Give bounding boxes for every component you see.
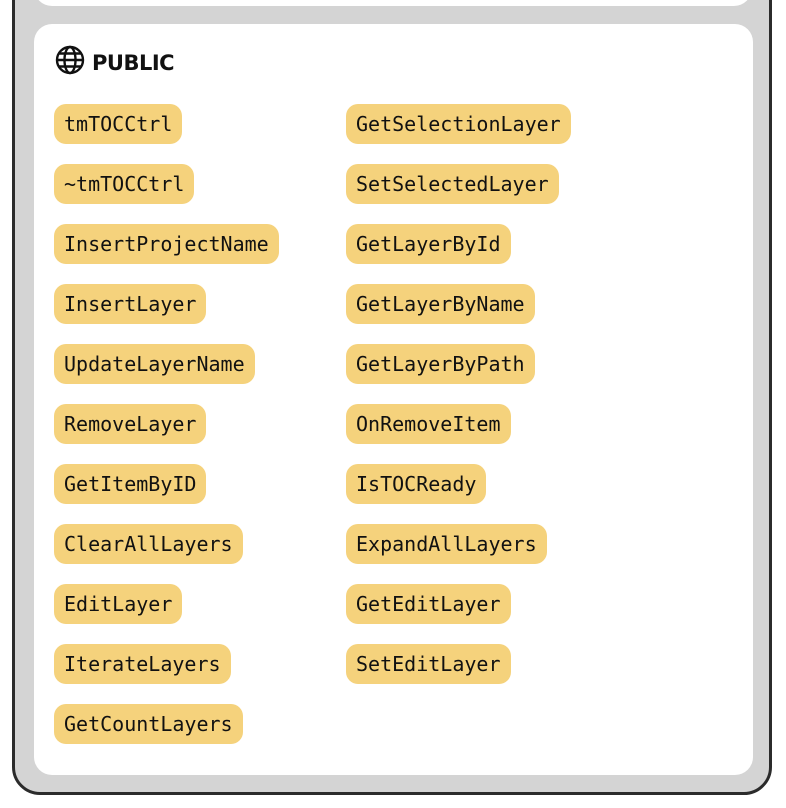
method-chip[interactable]: GetLayerByName bbox=[346, 284, 535, 324]
method-chip[interactable]: SetEditLayer bbox=[346, 644, 511, 684]
section-title: PUBLIC bbox=[92, 51, 175, 75]
section-header: PUBLIC bbox=[54, 44, 175, 76]
method-chip[interactable]: ExpandAllLayers bbox=[346, 524, 547, 564]
public-section-card: PUBLIC tmTOCCtrl ~tmTOCCtrl InsertProjec… bbox=[34, 24, 753, 775]
method-chip[interactable]: GetLayerById bbox=[346, 224, 511, 264]
method-chip[interactable]: RemoveLayer bbox=[54, 404, 207, 444]
method-chip[interactable]: SetSelectedLayer bbox=[346, 164, 559, 204]
globe-icon bbox=[54, 44, 86, 76]
method-chip[interactable]: GetLayerByPath bbox=[346, 344, 535, 384]
methods-column-right: GetSelectionLayer SetSelectedLayer GetLa… bbox=[346, 104, 571, 684]
method-chip[interactable]: UpdateLayerName bbox=[54, 344, 255, 384]
method-chip[interactable]: InsertLayer bbox=[54, 284, 207, 324]
method-chip[interactable]: GetCountLayers bbox=[54, 704, 243, 744]
method-chip[interactable]: ClearAllLayers bbox=[54, 524, 243, 564]
method-chip[interactable]: GetItemByID bbox=[54, 464, 207, 504]
method-chip[interactable]: GetEditLayer bbox=[346, 584, 511, 624]
method-chip[interactable]: OnRemoveItem bbox=[346, 404, 511, 444]
method-chip[interactable]: tmTOCCtrl bbox=[54, 104, 183, 144]
method-chip[interactable]: EditLayer bbox=[54, 584, 183, 624]
previous-section-card bbox=[34, 0, 752, 6]
methods-column-left: tmTOCCtrl ~tmTOCCtrl InsertProjectName I… bbox=[54, 104, 279, 744]
method-chip[interactable]: InsertProjectName bbox=[54, 224, 279, 264]
method-chip[interactable]: ~tmTOCCtrl bbox=[54, 164, 195, 204]
method-chip[interactable]: IterateLayers bbox=[54, 644, 231, 684]
method-chip[interactable]: IsTOCReady bbox=[346, 464, 487, 504]
method-chip[interactable]: GetSelectionLayer bbox=[346, 104, 571, 144]
